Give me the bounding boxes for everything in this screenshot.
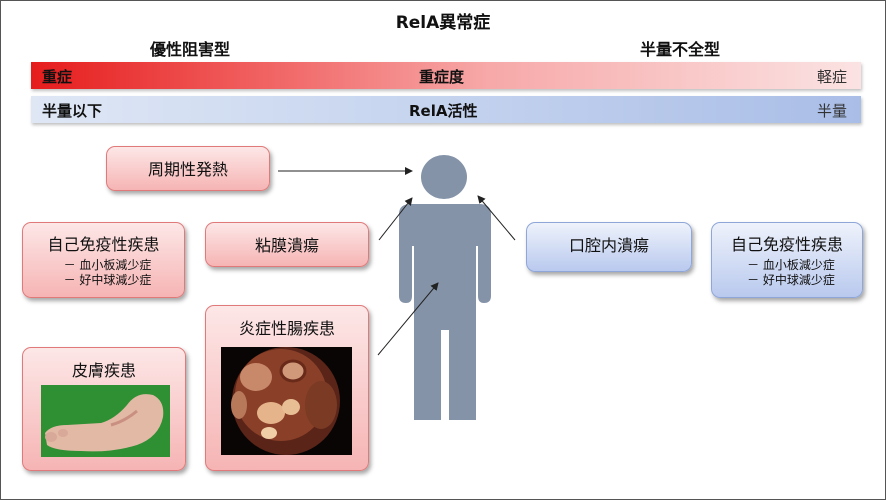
page-title: RelA異常症 xyxy=(395,13,491,33)
severity-center-label: 重症度 xyxy=(419,68,465,86)
periodic-fever-box: 周期性発熱 xyxy=(106,146,270,191)
activity-center-label: RelA活性 xyxy=(409,102,478,120)
autoimmune-right-box: 自己免疫性疾患 － 血小板減少症 － 好中球減少症 xyxy=(711,222,863,298)
oral-ulcer-box: 口腔内潰瘍 xyxy=(526,222,692,272)
autoimmune-left-box: 自己免疫性疾患 － 血小板減少症 － 好中球減少症 xyxy=(22,222,185,298)
activity-left-label: 半量以下 xyxy=(42,102,103,120)
autoimmune-left-item: － 血小板減少症 xyxy=(63,258,152,272)
activity-right-label: 半量 xyxy=(816,102,847,120)
person-silhouette-icon xyxy=(399,155,491,420)
autoimmune-right-item: － 好中球減少症 xyxy=(747,273,835,287)
autoimmune-left-item: － 好中球減少症 xyxy=(63,273,152,287)
activity-bar: 半量以下 RelA活性 半量 xyxy=(31,96,861,123)
autoimmune-right-label: 自己免疫性疾患 xyxy=(730,235,843,254)
severity-bar: 重症 重症度 軽症 xyxy=(31,62,861,89)
mucosal-ulcer-box: 粘膜潰瘍 xyxy=(205,222,369,267)
endoscopy-image xyxy=(221,347,352,455)
skin-photo xyxy=(41,385,170,457)
mucosal-ulcer-label: 粘膜潰瘍 xyxy=(254,236,319,255)
skin-disease-label: 皮膚疾患 xyxy=(71,361,136,380)
oral-ulcer-label: 口腔内潰瘍 xyxy=(568,236,649,255)
arrow-mucosal xyxy=(378,197,413,241)
dominant-negative-heading: 優性阻害型 xyxy=(150,40,231,59)
severity-left-label: 重症 xyxy=(42,68,73,86)
arrow-ibd xyxy=(377,282,439,356)
autoimmune-right-item: － 血小板減少症 xyxy=(747,258,835,272)
arrow-oral xyxy=(477,195,516,241)
periodic-fever-label: 周期性発熱 xyxy=(147,160,228,179)
severity-right-label: 軽症 xyxy=(816,68,847,86)
haploinsufficiency-heading: 半量不全型 xyxy=(640,40,721,59)
ibd-label: 炎症性腸疾患 xyxy=(238,319,335,338)
autoimmune-left-label: 自己免疫性疾患 xyxy=(47,235,160,254)
